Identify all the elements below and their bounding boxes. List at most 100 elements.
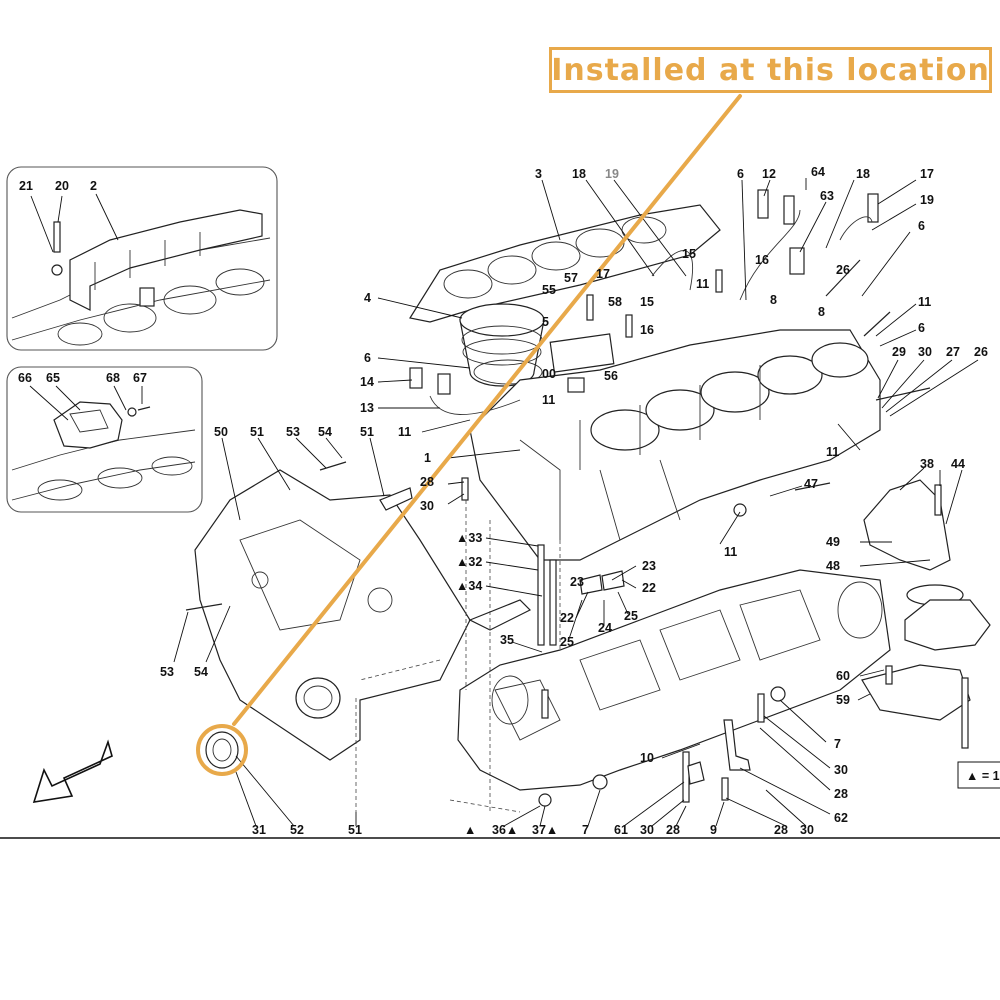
part-label-30: 30 [918,345,932,359]
part-label-57: 57 [564,271,578,285]
part-label-31: 31 [252,823,266,837]
callout-box: Installed at this location [549,47,992,93]
part-label-51: 51 [360,425,374,439]
part-label-30: 30 [640,823,654,837]
reference-lines [355,500,561,813]
part-label-49: 49 [826,535,840,549]
part-label-6: 6 [918,219,925,233]
part-label-59: 59 [836,693,850,707]
timing-cover [194,469,471,761]
front-direction-arrow-icon [32,739,113,803]
part-label-8: 8 [770,293,777,307]
head-gasket [409,204,721,323]
part-label-54: 54 [318,425,332,439]
part-label-28: 28 [420,475,434,489]
part-label-27: 27 [946,345,960,359]
part-label-37: 37▲ [532,823,558,837]
part-label-68: 68 [106,371,120,385]
part-label-63: 63 [820,189,834,203]
part-label-55: 55 [542,283,556,297]
part-label-22: 22 [560,611,574,625]
part-label-23: 23 [642,559,656,573]
location-highlight [196,94,742,776]
part-label-17: 17 [596,267,610,281]
part-label-17: 17 [920,167,934,181]
part-label-5: 5 [542,315,549,329]
part-label-: ▲ [464,823,476,837]
part-label-34: ▲34 [456,579,482,593]
part-label-14: 14 [360,375,374,389]
part-label-11: 11 [826,445,839,459]
part-label-23: 23 [570,575,584,589]
cylinder-liner [459,303,545,387]
part-label-1: 1 [424,451,431,465]
part-label-20: 20 [55,179,69,193]
part-label-6: 6 [918,321,925,335]
sensors [409,189,879,415]
part-label-56: 56 [604,369,618,383]
engine-block-upper [469,329,881,561]
part-label-25: 25 [560,635,574,649]
crank-seal-ring [205,731,239,769]
part-label-38: 38 [920,457,934,471]
part-label-35: 35 [500,633,514,647]
part-label-28: 28 [774,823,788,837]
part-label-21: 21 [19,179,33,193]
part-label-50: 50 [214,425,228,439]
part-label-15: 15 [682,247,696,261]
part-label-24: 24 [598,621,612,635]
leader-lines [173,178,979,827]
part-label-6: 6 [364,351,371,365]
part-label-29: 29 [892,345,906,359]
part-label-47: 47 [804,477,818,491]
part-label-36: 36▲ [492,823,518,837]
part-label-15: 15 [640,295,654,309]
part-label-28: 28 [834,787,848,801]
part-label-8: 8 [818,305,825,319]
part-label-11: 11 [918,295,931,309]
crankcase-lower [457,569,891,791]
part-label-13: 13 [360,401,374,415]
part-label-51: 51 [348,823,362,837]
inset-panel-wiring-bracket [6,166,278,351]
part-label-48: 48 [826,559,840,573]
part-label-7: 7 [834,737,841,751]
callout-pointer-line [232,94,742,726]
brackets [379,487,751,785]
part-label-16: 16 [755,253,769,267]
part-label-4: 4 [364,291,371,305]
part-label-22: 22 [642,581,656,595]
part-label-30: 30 [834,763,848,777]
part-label-10: 10 [640,751,654,765]
part-label-6: 6 [737,167,744,181]
part-label-30: 30 [420,499,434,513]
part-label-28: 28 [666,823,680,837]
part-label-65: 65 [46,371,60,385]
legend-box [957,761,1000,789]
part-label-11: 11 [542,393,555,407]
part-label-67: 67 [133,371,147,385]
part-label-60: 60 [836,669,850,683]
part-label-9: 9 [710,823,717,837]
callout-text: Installed at this location [551,52,990,88]
part-label-53: 53 [286,425,300,439]
part-label-52: 52 [290,823,304,837]
part-label-11: 11 [724,545,737,559]
part-label-19: 19 [920,193,934,207]
part-label-16: 16 [640,323,654,337]
part-label-26: 26 [974,345,988,359]
part-label-61: 61 [614,823,628,837]
part-label-25: 25 [624,609,638,623]
part-label-18: 18 [856,167,870,181]
part-label-51: 51 [250,425,264,439]
part-label-64: 64 [811,165,825,179]
inset-panel-cover-plate [6,366,203,513]
part-label-2: 2 [90,179,97,193]
part-label-19: 19 [605,167,619,181]
part-label-3: 3 [535,167,542,181]
part-label-18: 18 [572,167,586,181]
part-label-32: ▲32 [456,555,482,569]
part-label-26: 26 [836,263,850,277]
